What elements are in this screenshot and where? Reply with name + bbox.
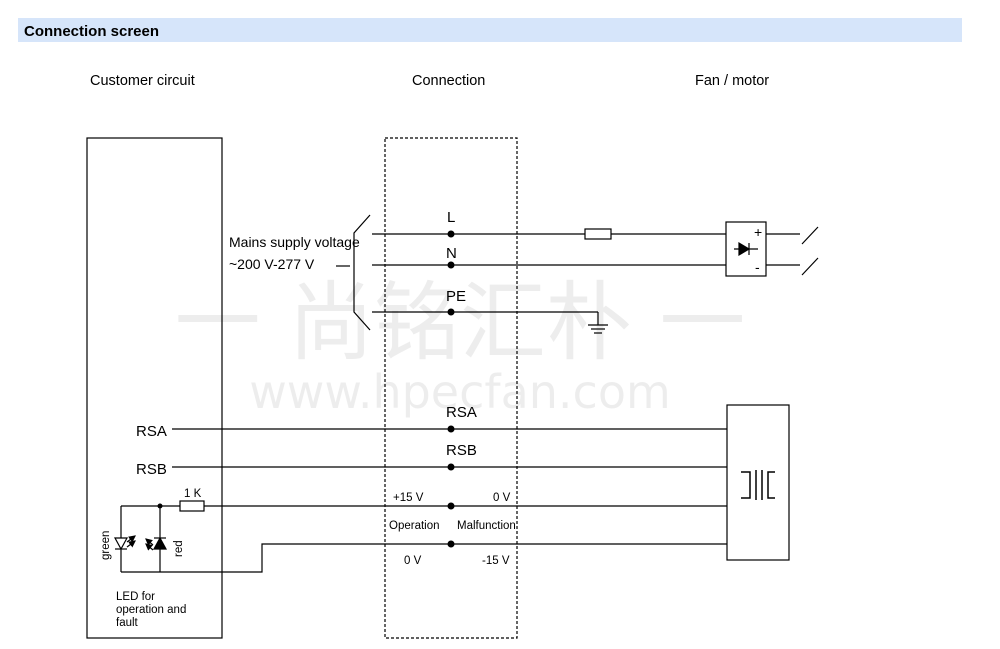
fan-interface-box xyxy=(726,404,790,561)
led-caption-line1: LED for xyxy=(116,591,155,603)
zero-v-bottom-label: 0 V xyxy=(404,555,422,567)
malfunction-label: Malfunction xyxy=(457,520,516,532)
junction-status-bottom xyxy=(447,540,455,548)
watermark-chinese: 一 尚铭汇朴 一 xyxy=(175,273,746,373)
junction-n xyxy=(447,261,455,269)
green-led-label: green xyxy=(100,531,112,560)
led-caption-line2: operation and xyxy=(116,604,186,616)
plus15v-label: +15 V xyxy=(393,492,424,504)
header-bar xyxy=(18,18,962,42)
rsb-label-connection: RSB xyxy=(446,442,477,459)
motor-plus-label: + xyxy=(754,224,762,240)
junction-rsb xyxy=(447,463,455,471)
junction-rsa xyxy=(447,425,455,433)
wire-break-n xyxy=(801,257,819,276)
red-led-icon xyxy=(145,536,168,551)
wire-break-l xyxy=(801,226,819,245)
rsa-label-customer: RSA xyxy=(136,423,167,440)
mains-label-line2: ~200 V-277 V xyxy=(229,256,315,272)
junction-l xyxy=(447,230,455,238)
red-led-label: red xyxy=(173,540,185,557)
terminal-pe: PE xyxy=(446,288,466,305)
resistor-icon xyxy=(179,500,205,512)
junction-status-top xyxy=(447,502,455,510)
zero-v-top-label: 0 V xyxy=(493,492,511,504)
connection-box xyxy=(384,137,518,639)
rsb-label-customer: RSB xyxy=(136,461,167,478)
mains-brace xyxy=(353,214,371,331)
column-fan-motor: Fan / motor xyxy=(695,73,769,89)
diode-icon xyxy=(734,241,758,257)
resistor-label: 1 K xyxy=(184,488,202,500)
wire-status-bottom xyxy=(121,543,727,573)
ground-icon xyxy=(588,312,608,334)
terminal-n: N xyxy=(446,245,457,262)
junction-led xyxy=(157,503,163,509)
led-caption-line3: fault xyxy=(116,617,139,629)
column-customer-circuit: Customer circuit xyxy=(90,73,195,89)
customer-circuit-box xyxy=(86,137,223,639)
optocoupler-icon xyxy=(741,470,775,500)
operation-label: Operation xyxy=(389,520,440,532)
rsa-label-connection: RSA xyxy=(446,404,477,421)
fuse-icon xyxy=(584,228,612,240)
terminal-l: L xyxy=(447,209,455,226)
motor-minus-label: - xyxy=(755,259,760,275)
green-led-icon xyxy=(113,535,136,551)
minus15v-label: -15 V xyxy=(482,555,510,567)
watermark-url: www.hpecfan.com xyxy=(249,365,671,419)
junction-pe xyxy=(447,308,455,316)
column-connection: Connection xyxy=(412,73,485,89)
mains-label-line1: Mains supply voltage xyxy=(229,234,360,250)
page-title: Connection screen xyxy=(24,23,159,40)
